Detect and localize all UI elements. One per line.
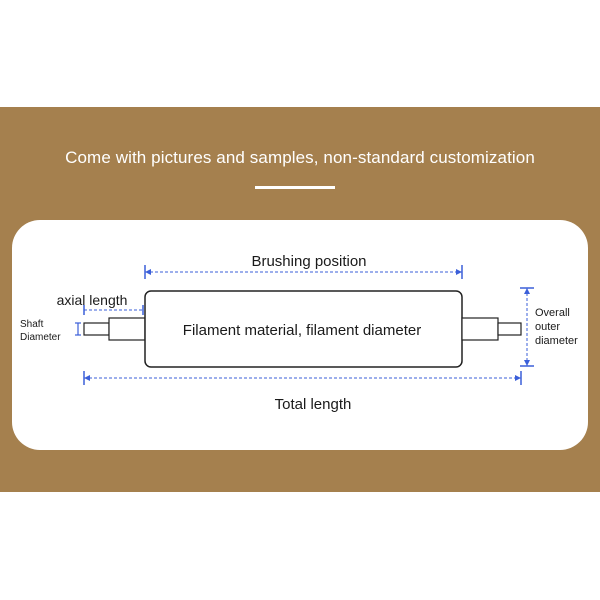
overall-outer-diameter-label-line1: Overall bbox=[535, 307, 570, 319]
overall-outer-diameter-label-line3: diameter bbox=[535, 335, 578, 347]
brushing-position-dimension bbox=[144, 265, 463, 279]
shaft-diameter-marker bbox=[75, 322, 81, 336]
left-shaft bbox=[83, 317, 146, 341]
total-length-dimension bbox=[83, 371, 522, 385]
overall-outer-diameter-dimension bbox=[520, 287, 534, 367]
banner-headline: Come with pictures and samples, non-stan… bbox=[65, 148, 535, 167]
right-shaft bbox=[461, 317, 522, 341]
headline-underline bbox=[255, 186, 335, 189]
filament-label: Filament material, filament diameter bbox=[183, 322, 421, 339]
overall-outer-diameter-label-line2: outer bbox=[535, 321, 560, 333]
shaft-diameter-label-line2: Diameter bbox=[20, 332, 61, 343]
axial-length-label: axial length bbox=[57, 292, 128, 308]
brushing-position-label: Brushing position bbox=[251, 253, 366, 270]
total-length-label: Total length bbox=[275, 396, 352, 413]
shaft-diameter-label-line1: Shaft bbox=[20, 319, 44, 330]
axial-length-dimension bbox=[83, 305, 144, 315]
